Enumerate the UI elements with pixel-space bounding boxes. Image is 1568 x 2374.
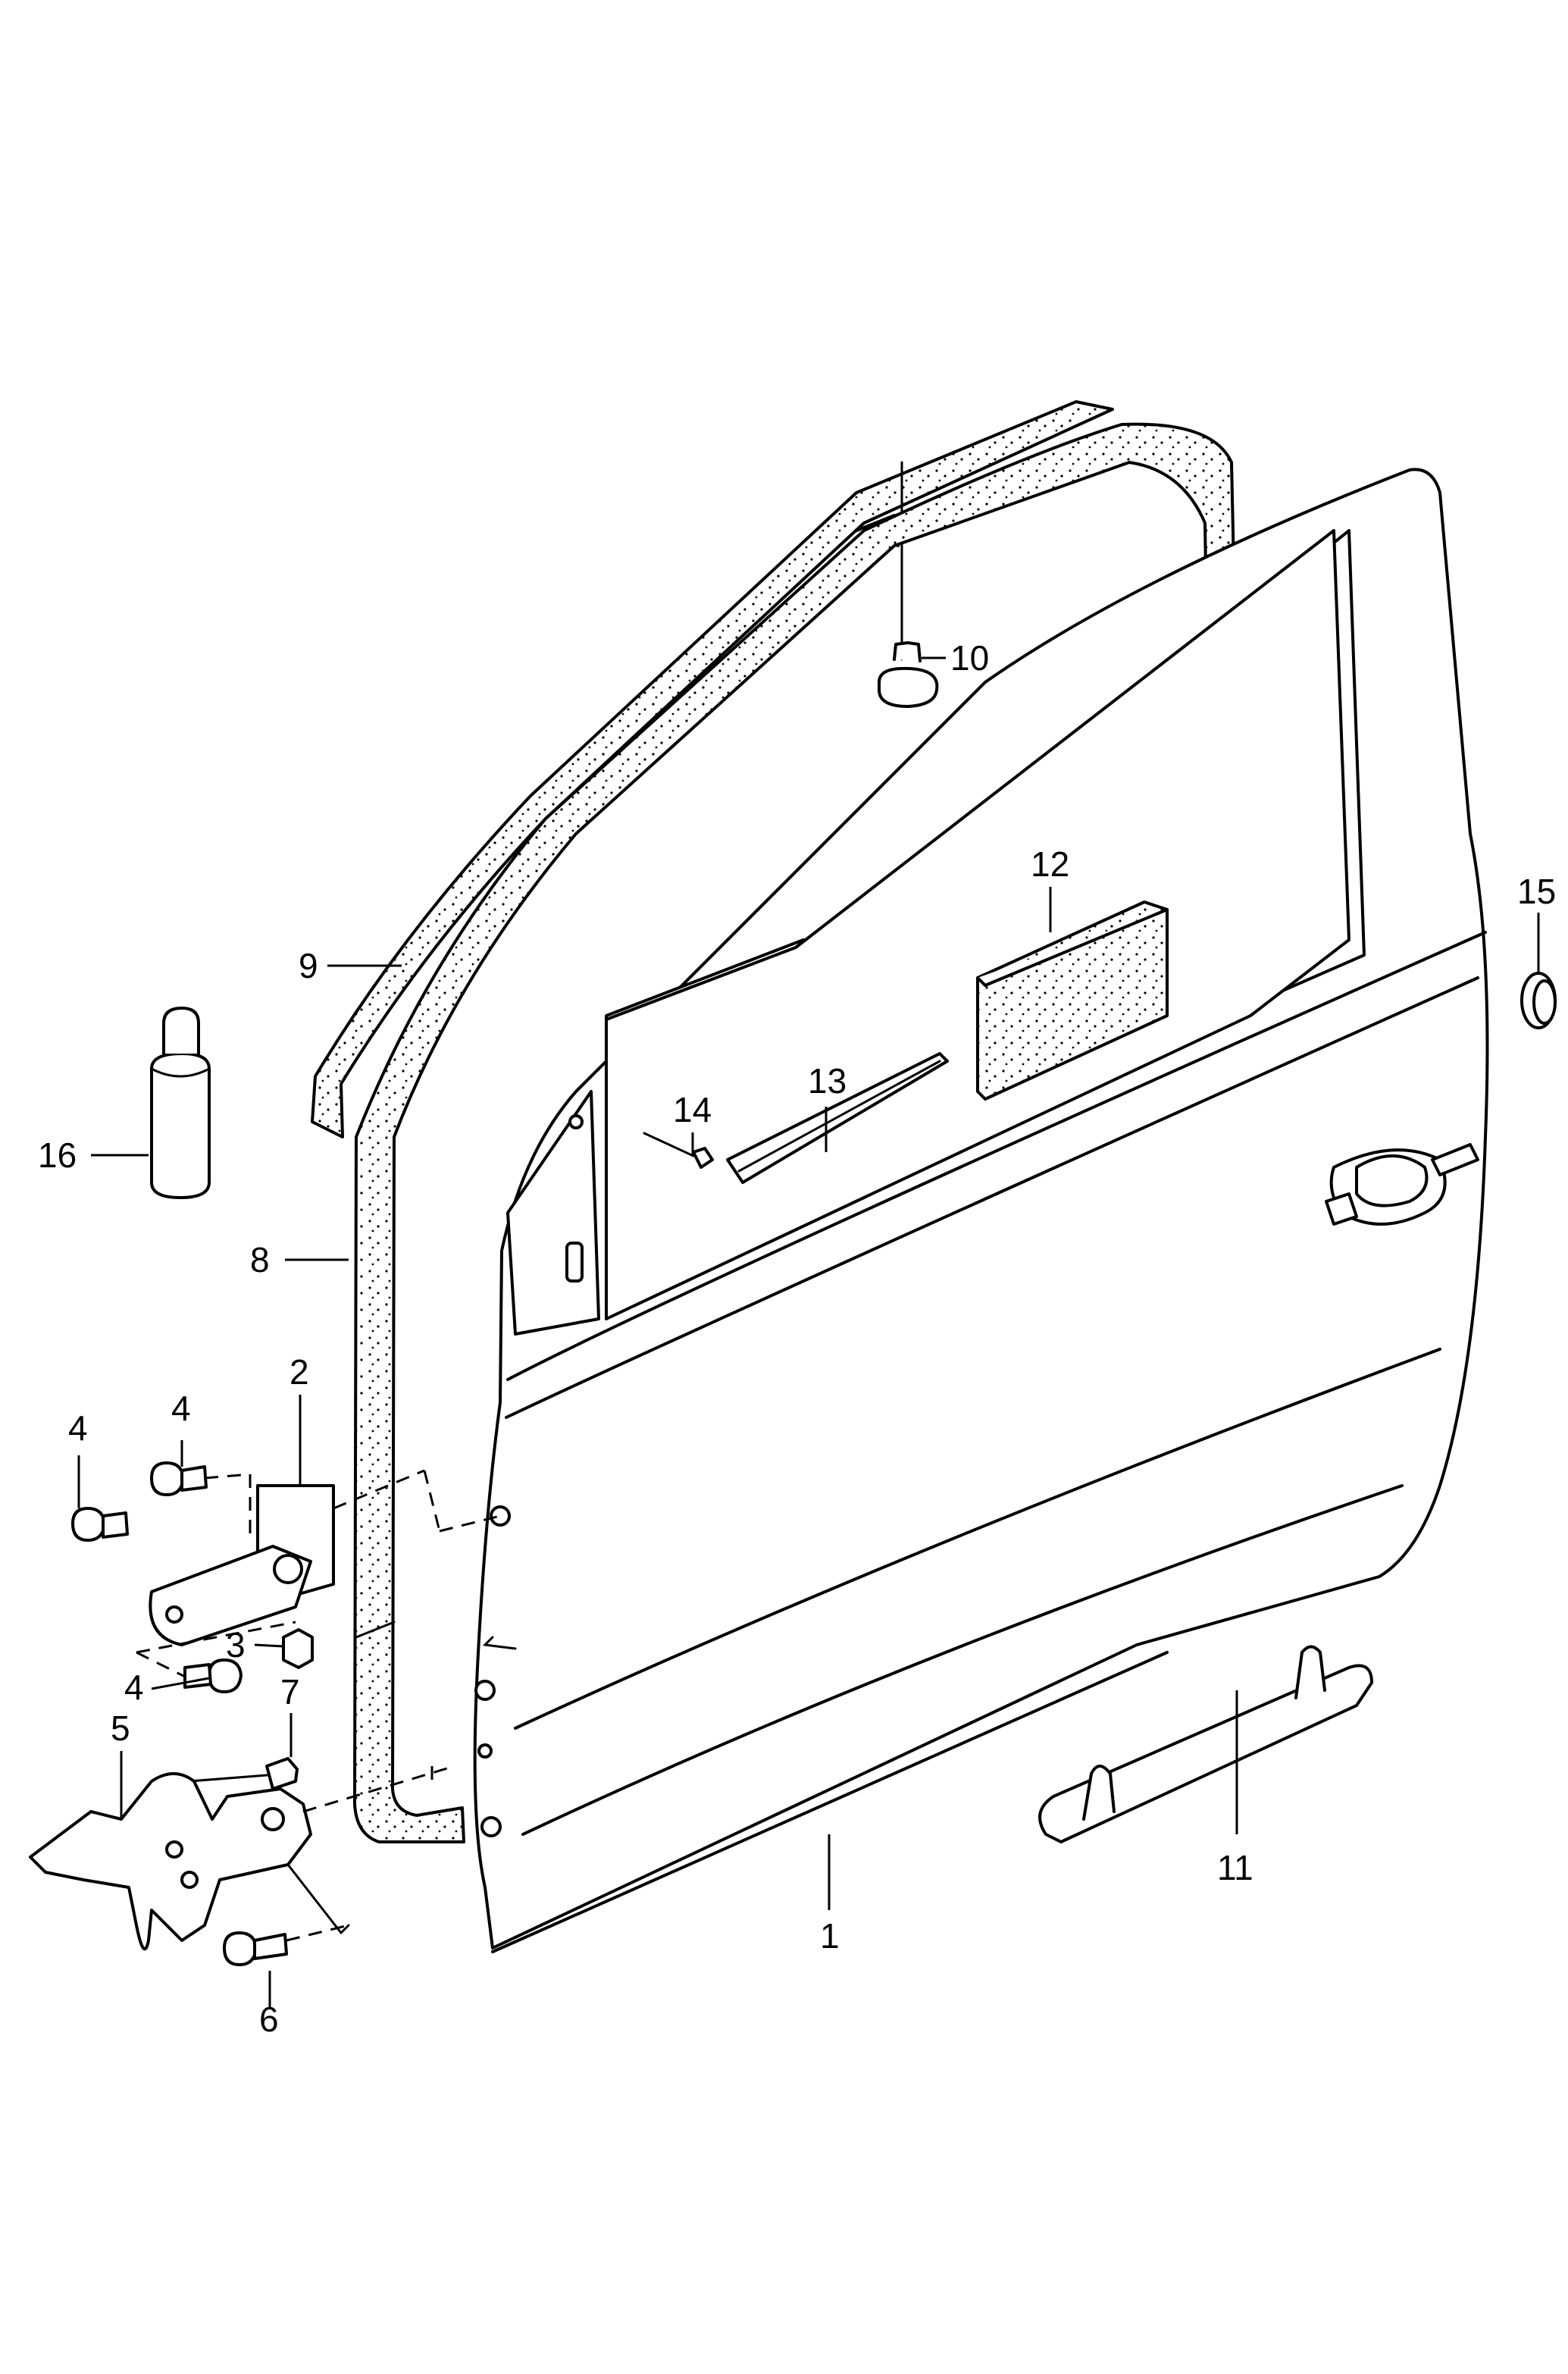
callout-6: 6: [259, 2000, 279, 2039]
rail-part: [726, 1052, 949, 1184]
callout-8: 8: [250, 1240, 270, 1279]
callout-4-lower: 4: [124, 1668, 144, 1707]
leader-lines: [77, 656, 1540, 2009]
callout-11: 11: [1217, 1848, 1253, 1887]
callout-4-upper: 4: [171, 1389, 191, 1428]
callout-10: 10: [950, 638, 989, 678]
callout-13: 13: [808, 1061, 847, 1101]
stop-buffer-part: [1038, 1645, 1373, 1843]
foam-pad-part: [976, 900, 1169, 1101]
callout-16: 16: [38, 1135, 77, 1175]
callout-3: 3: [226, 1625, 246, 1665]
bolts-part: [71, 1461, 296, 1693]
upper-hinge-part: [149, 1469, 501, 1646]
callout-4-left: 4: [68, 1408, 88, 1448]
callout-2: 2: [290, 1352, 309, 1392]
bolt-lower-part: [223, 1924, 350, 1966]
callout-labels: 1 2 3 4 4 4 5 6 7 8 9 10 11 12 13 14 15 …: [38, 638, 1556, 2039]
callout-14: 14: [673, 1090, 712, 1129]
door-shell-part: [473, 468, 1489, 1953]
clip-part: [878, 641, 939, 708]
door-seal-part: [353, 422, 1244, 1843]
callout-1: 1: [820, 1916, 840, 1956]
callout-5: 5: [111, 1708, 130, 1748]
adhesive-bottle-part: [150, 1007, 211, 1199]
callout-15: 15: [1517, 872, 1556, 911]
callout-7: 7: [280, 1672, 300, 1712]
lower-hinge-part: [29, 1765, 455, 1951]
callout-9: 9: [299, 946, 318, 985]
grommet-part: [1520, 972, 1557, 1029]
nut-part: [282, 1628, 314, 1669]
bolt-small-part: [188, 1757, 299, 1790]
cable-tie-part: [643, 1132, 714, 1169]
callout-12: 12: [1031, 844, 1069, 884]
